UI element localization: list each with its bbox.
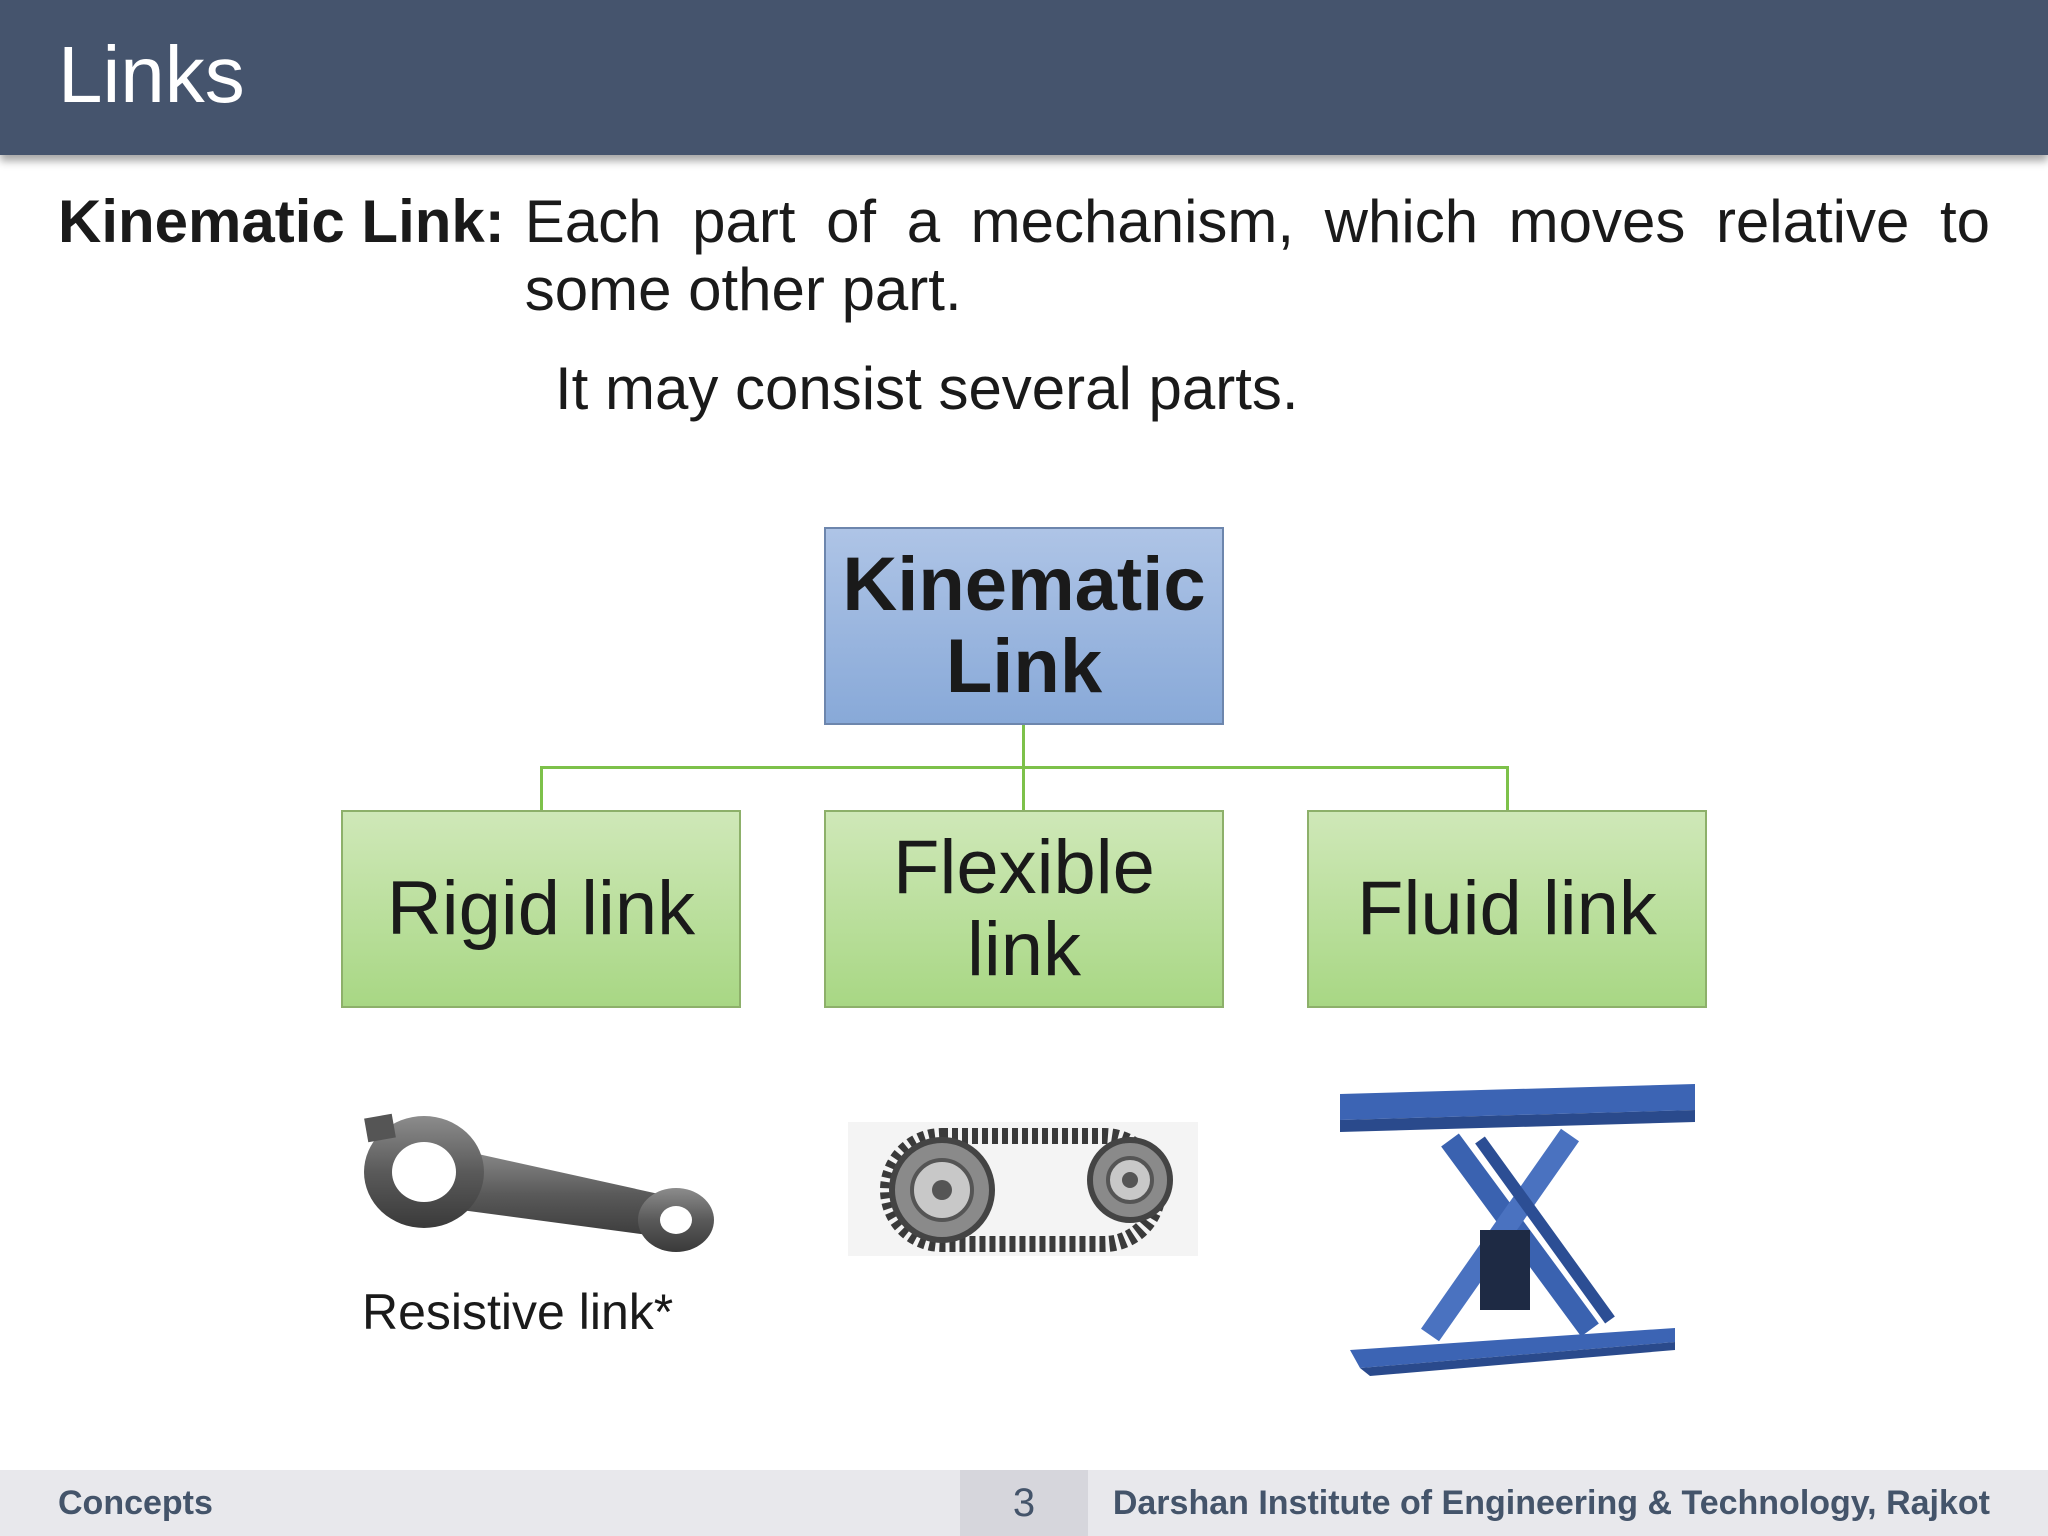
slide-title: Links: [58, 30, 245, 119]
fluid-link-label: Fluid link: [1357, 866, 1657, 951]
footer-institute: Darshan Institute of Engineering & Techn…: [1112, 1484, 1990, 1522]
page-number: 3: [960, 1470, 1088, 1536]
connector-fluid: [1506, 766, 1509, 810]
kinematic-link-box: Kinematic Link: [824, 527, 1224, 725]
definition-term: Kinematic Link:: [58, 188, 505, 255]
slide-header: Links: [0, 0, 2048, 155]
definition-text: Each part of a mechanism, which moves re…: [524, 188, 1990, 323]
definition-note: It may consist several parts.: [555, 355, 1299, 422]
slide-footer: Concepts 3 Darshan Institute of Engineer…: [0, 1470, 2048, 1536]
chain-sprocket-image: [848, 1122, 1198, 1256]
flexible-link-label: Flexible link: [893, 825, 1155, 992]
connector-flexible: [1022, 766, 1025, 810]
rigid-link-label: Rigid link: [386, 866, 696, 951]
connector-rigid: [540, 766, 543, 810]
rigid-link-box: Rigid link: [341, 810, 741, 1008]
definition-block: Kinematic Link: Each part of a mechanism…: [58, 188, 1990, 324]
scissor-lift-image: [1340, 1084, 1695, 1376]
flexible-link-box: Flexible link: [824, 810, 1224, 1008]
fluid-link-box: Fluid link: [1307, 810, 1707, 1008]
footer-section: Concepts: [58, 1484, 213, 1522]
connector-root-stem: [1022, 725, 1025, 767]
kinematic-link-label: Kinematic Link: [842, 542, 1206, 709]
rigid-image-caption: Resistive link*: [362, 1284, 674, 1340]
connecting-rod-image: [364, 1113, 714, 1252]
